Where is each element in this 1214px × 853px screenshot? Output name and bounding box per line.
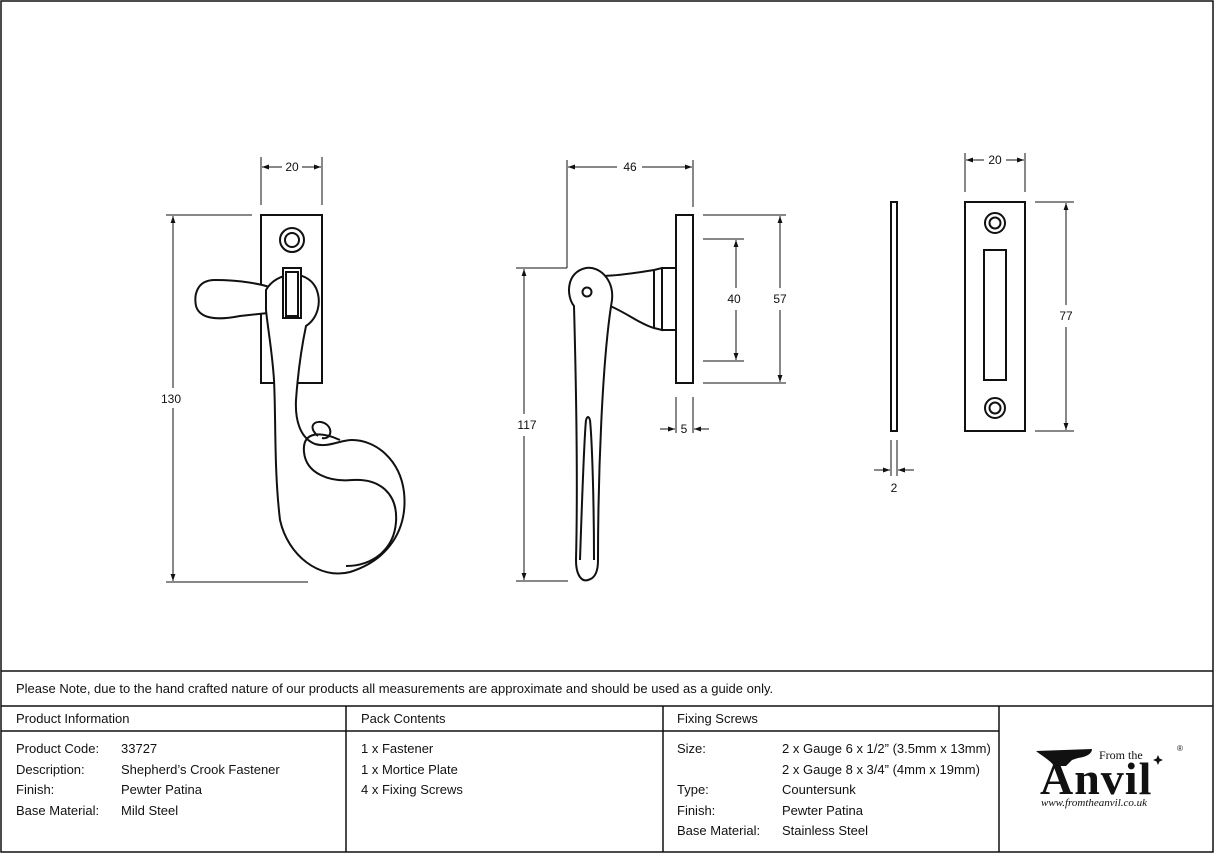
product-code-value: 33727: [121, 741, 158, 756]
fixing-screws-labels: Size: Type: Finish: Base Material:: [677, 739, 760, 842]
finish-label: Finish:: [16, 782, 55, 797]
dim-plate-thickness: 2: [891, 481, 898, 495]
dim-front-height: 130: [161, 392, 181, 406]
dim-side-depth: 46: [623, 160, 637, 174]
screw-type-value: Countersunk: [782, 782, 856, 797]
dim-backplate-thickness: 5: [681, 422, 688, 436]
base-material-value: Mild Steel: [121, 802, 179, 818]
fastener-side-view: [568, 214, 694, 582]
logo-from-the: From the: [1099, 748, 1143, 762]
product-info-labels: Product Code: Description: Finish: Base …: [16, 739, 99, 821]
logo-brand-name: Anvil: [1040, 753, 1153, 804]
screw-size-label: Size:: [677, 741, 706, 756]
measurement-note: Please Note, due to the hand crafted nat…: [16, 681, 774, 696]
mortice-plate-face-view: [964, 201, 1026, 432]
screw-size-label-2: [677, 760, 760, 781]
fastener-front-view: [194, 214, 406, 575]
anvil-logo-icon: [1036, 749, 1163, 766]
description-label: Description:: [16, 761, 85, 777]
dim-side-height: 117: [517, 418, 536, 432]
plate-face-dimensions: [964, 153, 1074, 432]
dim-backplate-outer: 57: [773, 292, 787, 306]
pack-item: 1 x Fastener: [361, 741, 434, 756]
dim-front-width: 20: [285, 160, 299, 174]
product-code-label: Product Code:: [16, 741, 100, 756]
dim-backplate-inner: 40: [727, 292, 741, 306]
pack-contents-header: Pack Contents: [361, 711, 446, 726]
dim-plate-width: 20: [988, 153, 1002, 167]
logo-url: www.fromtheanvil.co.uk: [1041, 797, 1148, 809]
screw-finish-value: Pewter Patina: [782, 802, 863, 818]
logo-registered-mark: ®: [1177, 744, 1183, 753]
product-info-values: 33727 Shepherd’s Crook Fastener Pewter P…: [121, 739, 280, 821]
pack-item: 4 x Fixing Screws: [361, 782, 463, 797]
finish-value: Pewter Patina: [121, 782, 202, 797]
screw-size-value-2: 2 x Gauge 8 x 3/4” (4mm x 19mm): [782, 761, 980, 777]
front-view-dimensions: [166, 157, 323, 583]
pack-item: 1 x Mortice Plate: [361, 761, 458, 777]
screw-type-label: Type:: [677, 782, 709, 797]
screw-size-value: 2 x Gauge 6 x 1/2” (3.5mm x 13mm): [782, 741, 991, 756]
screw-base-material-value: Stainless Steel: [782, 823, 868, 838]
side-view-dimensions: [516, 160, 786, 582]
description-value: Shepherd’s Crook Fastener: [121, 761, 280, 777]
pack-contents-list: 1 x Fastener 1 x Mortice Plate 4 x Fixin…: [361, 739, 463, 801]
dim-plate-height: 77: [1059, 309, 1073, 323]
fixing-screws-values: 2 x Gauge 6 x 1/2” (3.5mm x 13mm) 2 x Ga…: [782, 739, 991, 842]
fixing-screws-header: Fixing Screws: [677, 711, 758, 726]
base-material-label: Base Material:: [16, 802, 100, 818]
plate-edge-dimensions: [874, 440, 914, 476]
screw-finish-label: Finish:: [677, 802, 716, 818]
product-info-header: Product Information: [16, 711, 130, 726]
mortice-plate-edge-view: [890, 201, 898, 432]
screw-base-material-label: Base Material:: [677, 823, 761, 838]
